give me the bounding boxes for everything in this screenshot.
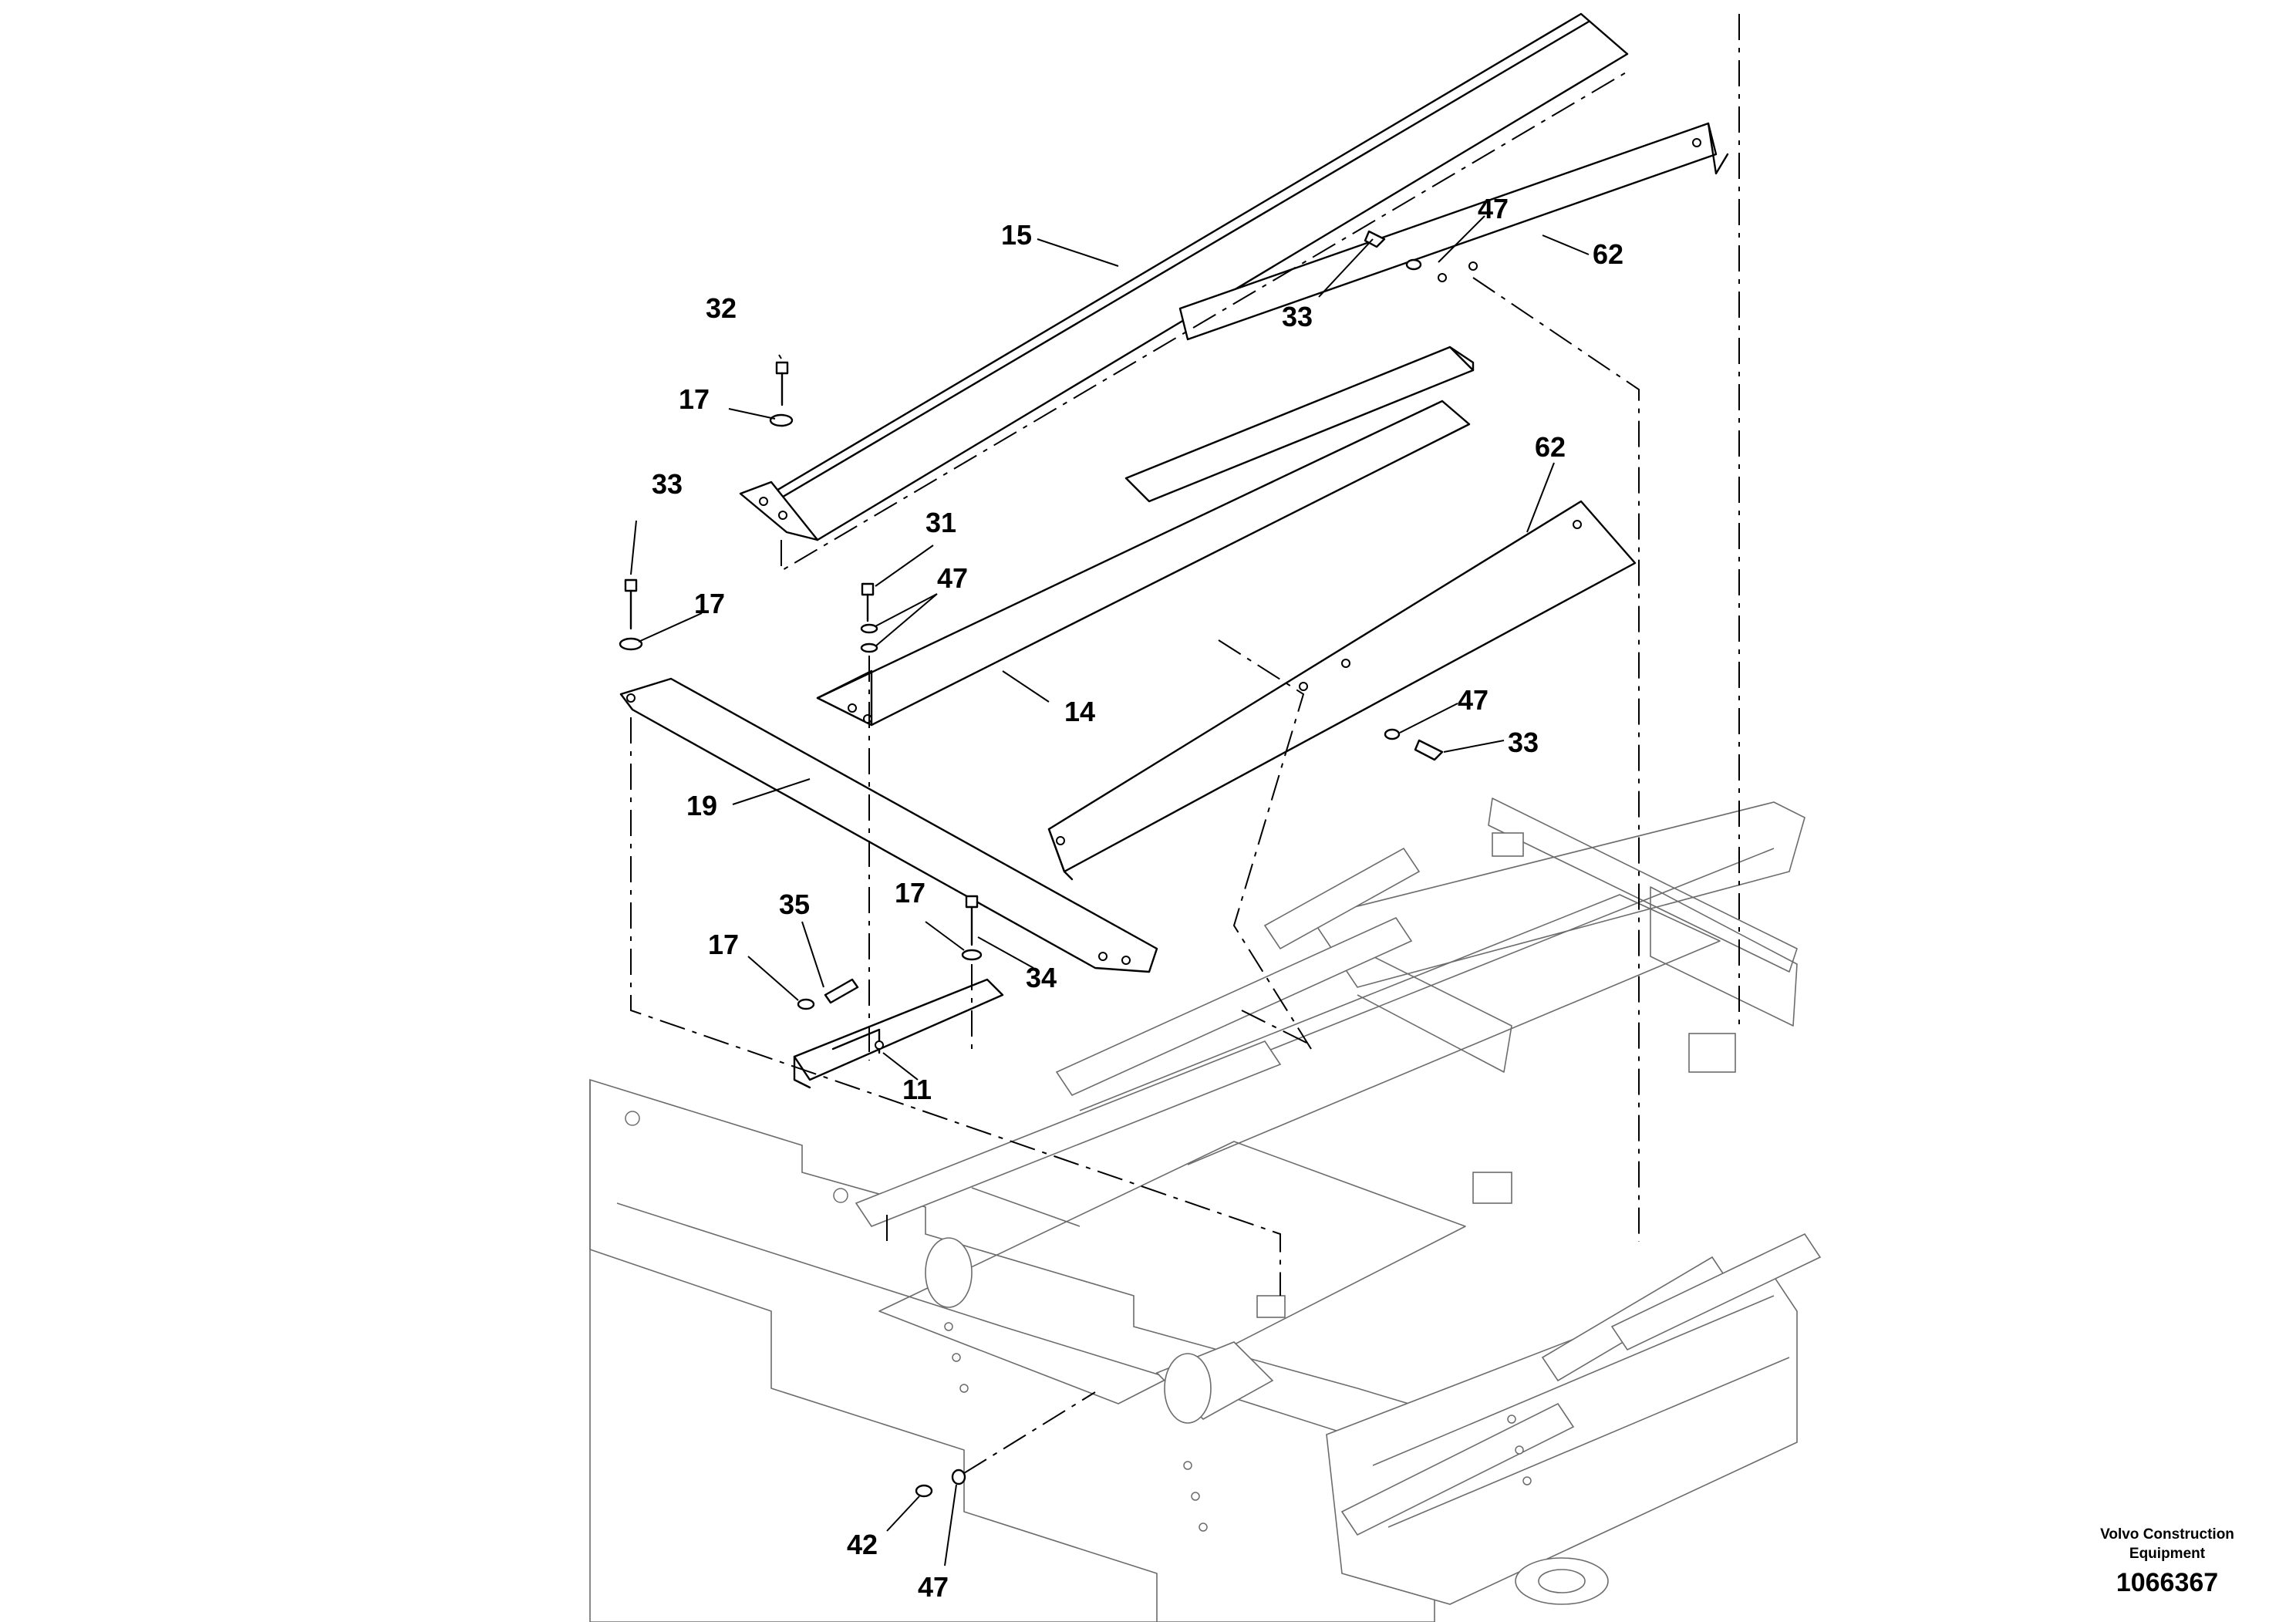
callout-47-upper: 47 <box>1478 193 1509 224</box>
callout-62-lower: 62 <box>1535 431 1566 463</box>
credit-block: Volvo Construction Equipment 1066367 <box>2100 1526 2234 1597</box>
document-number: 1066367 <box>2116 1568 2218 1597</box>
callout-33-left: 33 <box>652 468 683 500</box>
part-14-lower-cover <box>816 400 1471 727</box>
callout-32: 32 <box>706 292 737 324</box>
part-62-lower-strip <box>1047 500 1637 881</box>
part-15-top-cover <box>739 12 1629 541</box>
callout-labels: 15 62 47 33 32 17 33 17 31 47 62 14 47 3… <box>652 193 1623 1603</box>
callout-47-mid: 47 <box>937 562 968 594</box>
callout-17-upper: 17 <box>679 383 710 415</box>
callout-35: 35 <box>779 889 810 920</box>
part-11-bracket <box>793 978 1004 1089</box>
callout-17-lower-right: 17 <box>895 877 925 909</box>
callout-19: 19 <box>686 790 717 821</box>
callout-31: 31 <box>925 507 956 538</box>
callout-33-upper: 33 <box>1282 301 1313 332</box>
callout-47-right: 47 <box>1458 684 1489 716</box>
machine-frame <box>589 798 1822 1622</box>
callout-34: 34 <box>1026 962 1057 993</box>
callout-17-left: 17 <box>694 588 725 619</box>
angle-bracket-small <box>1124 346 1475 503</box>
leader-lines <box>630 215 1590 1566</box>
callout-15: 15 <box>1001 219 1032 251</box>
assembly-lines <box>630 14 1740 1474</box>
part-62-upper-strip <box>1178 122 1729 341</box>
credit-line-2: Equipment <box>2129 1546 2206 1562</box>
fasteners <box>619 230 1444 1498</box>
credit-line-1: Volvo Construction <box>2100 1526 2234 1543</box>
callout-42: 42 <box>847 1529 878 1560</box>
callout-62-upper: 62 <box>1593 238 1623 270</box>
callout-33-right: 33 <box>1508 727 1539 758</box>
callout-14: 14 <box>1064 696 1095 727</box>
callout-11: 11 <box>902 1074 932 1105</box>
callout-17-lower-left: 17 <box>708 929 739 960</box>
part-19-bar <box>619 677 1158 973</box>
callout-47-bottom: 47 <box>918 1571 949 1603</box>
